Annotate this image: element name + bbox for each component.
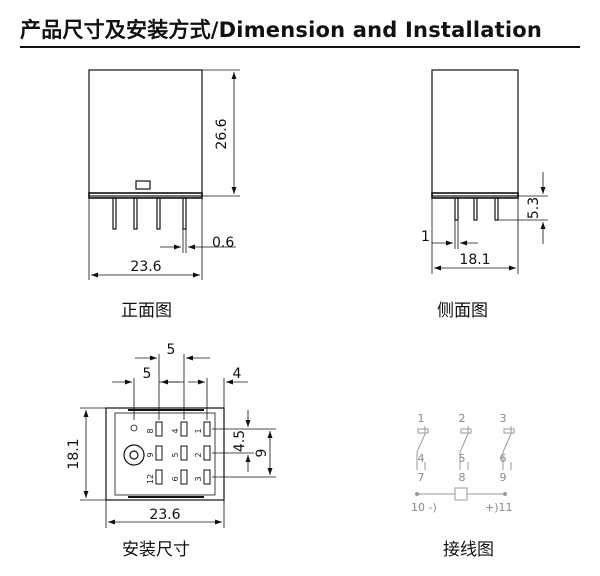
mounting-width-dimension [105, 500, 225, 528]
mounting-inner-outline [114, 412, 216, 496]
mounting-top-pitch-dimension [135, 354, 210, 420]
pin-mark: 2 [194, 452, 203, 457]
front-view-base [88, 192, 203, 199]
mounting-pin-pads [155, 421, 211, 485]
front-pin-dimension [160, 229, 236, 253]
side-view-pins [454, 197, 499, 221]
mounting-edge-dimension [188, 378, 248, 420]
mounting-top-pitch-label: 5 [167, 342, 176, 358]
pin-number: 1 [418, 412, 425, 425]
side-width-label: 18.1 [459, 252, 490, 268]
front-width-label: 23.6 [130, 259, 161, 275]
pin-number: 2 [459, 412, 466, 425]
coil-terminal-right: +)11 [485, 501, 513, 514]
mounting-height-label: 18.1 [66, 438, 82, 469]
page-title: 产品尺寸及安装方式/Dimension and Installation [20, 18, 543, 42]
pin-mark: 12 [146, 474, 155, 484]
mounting-height-dimension [80, 407, 106, 501]
side-view-body [431, 69, 519, 197]
mounting-row-pitch-dimension [212, 410, 254, 472]
title-underline [20, 46, 580, 48]
pin-number: 9 [500, 471, 507, 484]
contact-group-1 [416, 426, 429, 470]
side-view-caption: 侧面图 [437, 301, 488, 321]
pin-mark: 8 [146, 428, 155, 433]
mounting-view-caption: 安装尺寸 [122, 540, 190, 560]
mounting-second-pitch-label: 5 [143, 366, 152, 382]
coil-terminal-left: 10 -) [411, 501, 437, 514]
pin-mark: 5 [171, 452, 180, 457]
front-height-label: 26.6 [214, 118, 230, 149]
front-view-pins [112, 197, 187, 230]
front-view-caption: 正面图 [121, 301, 172, 321]
front-view-body [88, 69, 203, 197]
contact-group-2 [459, 426, 472, 470]
coil-symbol [415, 487, 507, 501]
mounting-rows-span-label: 9 [254, 449, 270, 458]
pin-mark: 4 [171, 428, 180, 433]
mounting-outline [105, 407, 225, 501]
pin-number: 3 [500, 412, 507, 425]
mounting-width-label: 23.6 [149, 507, 180, 523]
pin-mark: 6 [171, 476, 180, 481]
side-pin-length-label: 5.3 [526, 197, 542, 219]
pin-mark: 1 [194, 428, 203, 433]
mounting-row-pitch-label: 4.5 [232, 430, 248, 452]
contact-group-3 [502, 426, 515, 470]
side-view-drawing [431, 69, 548, 274]
side-pin-offset-label: 1 [421, 229, 430, 245]
side-width-dimension [431, 198, 519, 274]
front-width-dimension [88, 198, 203, 280]
front-view-latch [135, 180, 151, 190]
pin-mark: 3 [194, 476, 203, 481]
front-height-dimension [202, 69, 240, 197]
wiring-pin-numbers: 1 2 3 4 5 6 7 8 9 10 -) +)11 [411, 412, 513, 514]
side-pin-length-dimension [498, 172, 548, 244]
wiring-view-caption: 接线图 [443, 540, 494, 560]
pin-number: 4 [418, 452, 425, 465]
mounting-second-pitch-dimension [112, 378, 184, 420]
front-view-drawing [88, 69, 240, 280]
wiring-view-drawing [415, 426, 515, 501]
pin-number: 5 [459, 452, 466, 465]
mounting-hole [123, 444, 145, 466]
pin-mark: 9 [146, 452, 155, 457]
pin-number: 7 [418, 471, 425, 484]
mounting-pin-marks: 8 4 1 9 5 2 12 6 3 [146, 428, 203, 484]
mounting-edge-label: 4 [233, 366, 242, 382]
mounting-view-drawing [80, 354, 276, 528]
mounting-rows-span-dimension [212, 428, 276, 478]
side-pin-offset-dimension [432, 220, 478, 249]
pin-number: 6 [500, 452, 507, 465]
pin-number: 8 [459, 471, 466, 484]
front-pin-label: 0.6 [212, 235, 234, 251]
